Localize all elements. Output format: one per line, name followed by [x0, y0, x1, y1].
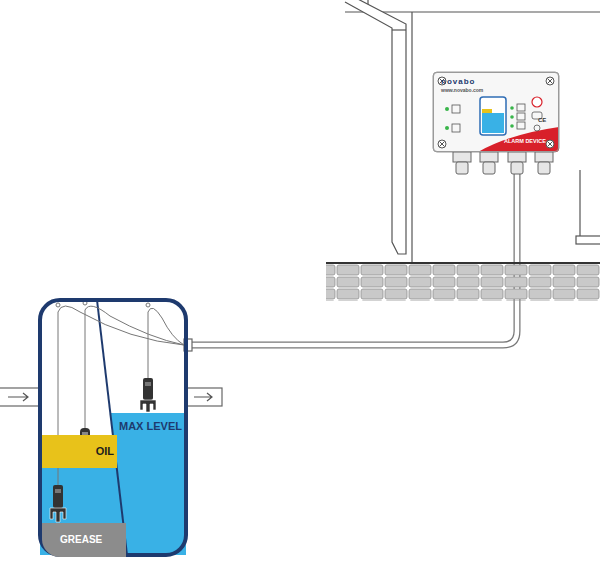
- house: [345, 0, 600, 263]
- alarm-box-body: [433, 72, 559, 152]
- level-label: MAX LEVEL: [119, 421, 182, 432]
- grease-layer: GREASE: [42, 523, 126, 557]
- layer-label: GREASE: [60, 535, 102, 545]
- ce-mark: CE: [538, 117, 546, 123]
- alarm-cable: [188, 152, 517, 345]
- website-url: www.novabo.com: [441, 88, 483, 93]
- alarm-device-box: novabo www.novabo.comALARM DEVICE CE: [433, 72, 559, 152]
- cable-glands: [453, 152, 553, 174]
- layer-label: OIL: [96, 446, 114, 457]
- tank-contents: [40, 300, 186, 555]
- pipes: [0, 339, 222, 406]
- oil-layer: OIL: [42, 435, 117, 468]
- brand-logo: novabo: [441, 78, 475, 86]
- device-label: ALARM DEVICE: [504, 139, 546, 145]
- separator-tank: MAX LEVEL OIL GREASE: [38, 298, 188, 557]
- ground-line: [326, 262, 600, 264]
- foundation: [326, 263, 600, 301]
